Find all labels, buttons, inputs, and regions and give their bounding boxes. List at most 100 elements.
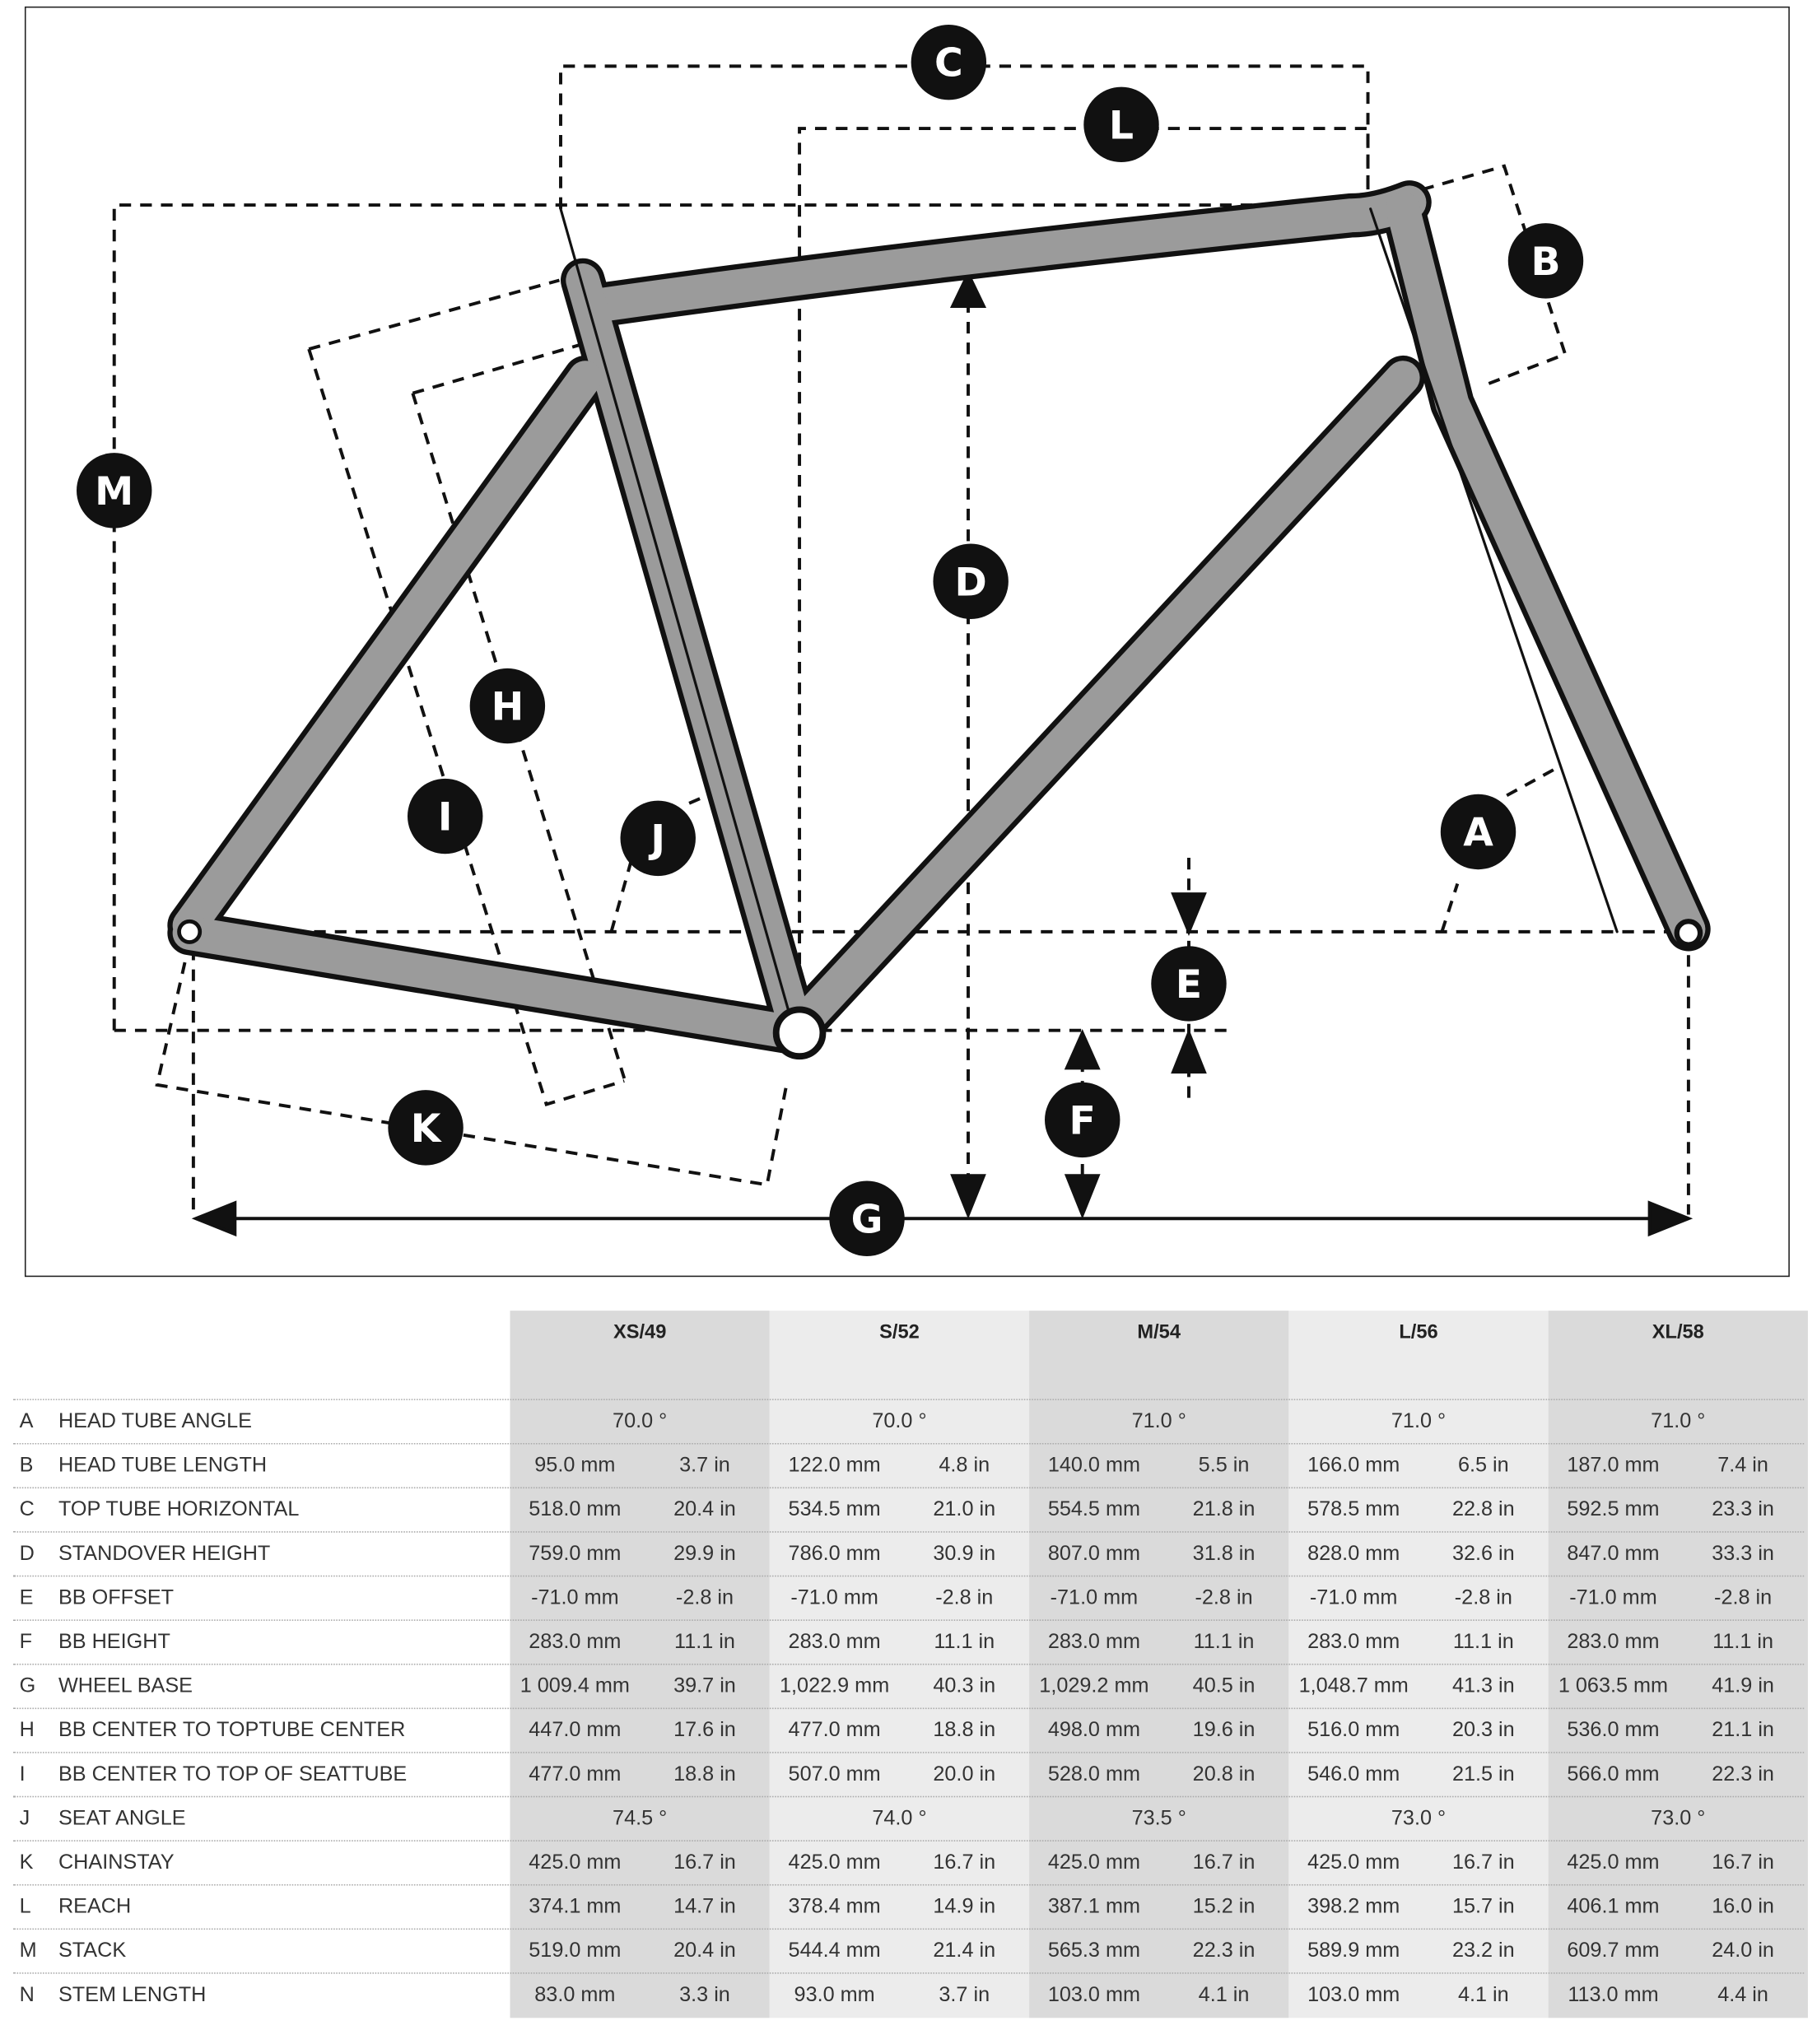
row-label: BB OFFSET	[58, 1586, 175, 1609]
marker-letter: D	[955, 560, 987, 605]
value-mm: 536.0 mm	[1567, 1719, 1660, 1742]
value-mm: 103.0 mm	[1307, 1984, 1400, 2007]
value-in: 4.1 in	[1457, 1984, 1509, 2007]
marker-letter: L	[1109, 103, 1134, 148]
value-in: 15.7 in	[1451, 1896, 1515, 1918]
value-mm: 283.0 mm	[1567, 1631, 1660, 1654]
value-mm: 477.0 mm	[529, 1763, 622, 1786]
value-mm: 534.5 mm	[788, 1498, 881, 1521]
row-label: BB CENTER TO TOP OF SEATTUBE	[58, 1763, 408, 1786]
value-in: 20.0 in	[933, 1763, 996, 1786]
value-mm: 528.0 mm	[1047, 1763, 1140, 1786]
row-letter: N	[19, 1984, 35, 2007]
row-label: REACH	[58, 1896, 132, 1918]
value-in: 30.9 in	[933, 1543, 996, 1566]
value-mm: 283.0 mm	[1047, 1631, 1140, 1654]
value-angle: 74.0 °	[872, 1807, 927, 1830]
dim-m	[112, 203, 1404, 1031]
value-in: 29.9 in	[673, 1543, 736, 1566]
value-mm: 609.7 mm	[1567, 1939, 1660, 1963]
value-angle: 71.0 °	[1391, 1410, 1447, 1433]
value-in: 16.7 in	[933, 1851, 996, 1874]
value-in: 11.1 in	[934, 1631, 995, 1654]
value-in: 21.5 in	[1451, 1763, 1515, 1786]
marker-letter: H	[492, 685, 524, 730]
row-label: BB CENTER TO TOPTUBE CENTER	[58, 1719, 406, 1742]
marker-j: J	[620, 800, 696, 877]
value-mm: 589.9 mm	[1307, 1939, 1400, 1963]
value-mm: 140.0 mm	[1047, 1455, 1140, 1477]
row-letter: L	[19, 1896, 31, 1918]
value-in: 18.8 in	[673, 1763, 736, 1786]
marker-letter: K	[411, 1106, 443, 1152]
value-mm: 187.0 mm	[1567, 1455, 1660, 1477]
value-mm: 498.0 mm	[1047, 1719, 1140, 1742]
value-in: 6.5 in	[1457, 1455, 1509, 1477]
value-angle: 70.0 °	[613, 1410, 668, 1433]
bottom-bracket	[772, 1006, 827, 1060]
value-in: 11.1 in	[674, 1631, 735, 1654]
marker-circle	[1507, 223, 1584, 299]
marker-h: H	[469, 668, 546, 744]
value-mm: 554.5 mm	[1047, 1498, 1140, 1521]
value-mm: 425.0 mm	[1047, 1851, 1140, 1874]
marker-e: E	[1151, 946, 1227, 1022]
value-in: 3.3 in	[679, 1984, 730, 2007]
marker-circle	[933, 543, 1009, 619]
value-mm: -71.0 mm	[1569, 1586, 1657, 1609]
marker-letter: M	[95, 469, 133, 514]
value-in: 16.7 in	[1192, 1851, 1256, 1874]
row-letter: M	[19, 1939, 37, 1963]
row-letter: B	[19, 1455, 34, 1477]
value-mm: 546.0 mm	[1307, 1763, 1400, 1786]
value-in: 39.7 in	[673, 1675, 736, 1697]
marker-circle	[388, 1090, 464, 1166]
rear-axle	[177, 919, 203, 944]
value-in: 41.3 in	[1451, 1675, 1515, 1697]
row-label: BB HEIGHT	[58, 1631, 170, 1654]
value-mm: 374.1 mm	[529, 1896, 622, 1918]
value-in: 4.4 in	[1717, 1984, 1768, 2007]
size-header: S/52	[879, 1320, 920, 1343]
marker-circle	[77, 453, 152, 528]
marker-circle	[407, 778, 483, 854]
value-mm: 519.0 mm	[529, 1939, 622, 1963]
value-in: 22.3 in	[1712, 1763, 1774, 1786]
size-header: XS/49	[613, 1320, 667, 1343]
value-in: -2.8 in	[675, 1586, 734, 1609]
value-in: 4.1 in	[1198, 1984, 1250, 2007]
value-mm: 507.0 mm	[788, 1763, 881, 1786]
value-mm: 847.0 mm	[1567, 1543, 1660, 1566]
row-label: STACK	[58, 1939, 127, 1963]
value-in: 21.1 in	[1712, 1719, 1774, 1742]
marker-circle	[620, 800, 696, 877]
value-mm: 1,048.7 mm	[1298, 1675, 1409, 1697]
value-mm: 425.0 mm	[788, 1851, 881, 1874]
row-letter: F	[19, 1631, 33, 1654]
dim-b	[1422, 164, 1568, 386]
value-mm: 83.0 mm	[534, 1984, 616, 2007]
value-in: 21.8 in	[1192, 1498, 1256, 1521]
value-mm: 592.5 mm	[1567, 1498, 1660, 1521]
value-mm: 166.0 mm	[1307, 1455, 1400, 1477]
marker-m: M	[77, 453, 152, 528]
row-letter: H	[19, 1719, 35, 1742]
value-mm: 1,022.9 mm	[780, 1675, 890, 1697]
value-in: 40.3 in	[933, 1675, 996, 1697]
value-in: 11.1 in	[1452, 1631, 1514, 1654]
value-in: 23.2 in	[1451, 1939, 1515, 1963]
row-letter: G	[19, 1675, 36, 1697]
marker-c: C	[911, 24, 987, 100]
value-in: -2.8 in	[1195, 1586, 1253, 1609]
value-in: 20.4 in	[673, 1939, 736, 1963]
value-in: 19.6 in	[1192, 1719, 1256, 1742]
value-mm: 1,029.2 mm	[1039, 1675, 1149, 1697]
value-mm: -71.0 mm	[531, 1586, 619, 1609]
value-mm: 566.0 mm	[1567, 1763, 1660, 1786]
